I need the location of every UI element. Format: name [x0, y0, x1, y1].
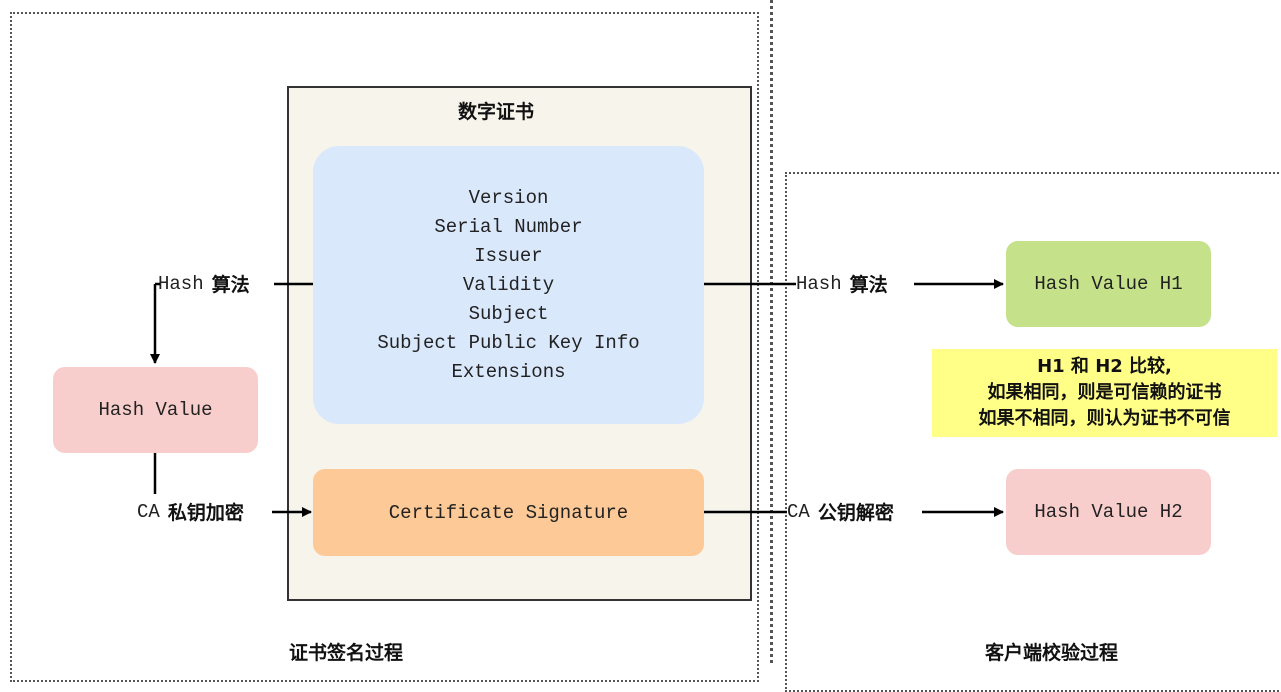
comparison-line-1: H1 和 H2 比较, [1037, 356, 1172, 377]
field-subject: Subject [468, 302, 549, 325]
field-version: Version [468, 186, 549, 209]
field-serial-number: Serial Number [434, 215, 583, 238]
right-hash-cn: 算法 [849, 274, 888, 296]
signing-process-title: 证书签名过程 [289, 642, 404, 664]
left-ca-cn: 私钥加密 [167, 502, 244, 524]
left-hash-cn: 算法 [211, 274, 250, 296]
right-hash-algorithm-label: Hash 算法 [796, 270, 888, 297]
left-ca-private-key-label: CA 私钥加密 [137, 498, 244, 525]
right-ca-cn: 公钥解密 [817, 502, 894, 524]
section-divider [770, 0, 773, 663]
right-ca-prefix: CA [787, 500, 810, 523]
verification-process-title: 客户端校验过程 [985, 642, 1119, 664]
left-ca-prefix: CA [137, 500, 160, 523]
certificate-fields-box: Version Serial Number Issuer Validity Su… [313, 146, 704, 424]
field-issuer: Issuer [474, 244, 543, 267]
field-extensions: Extensions [451, 360, 566, 383]
left-hash-prefix: Hash [158, 272, 204, 295]
comparison-line-2: 如果相同，则是可信赖的证书 [987, 382, 1222, 403]
right-ca-public-key-label: CA 公钥解密 [787, 498, 894, 525]
hash-value-h2-box: Hash Value H2 [1006, 469, 1211, 555]
comparison-line-3: 如果不相同，则认为证书不可信 [978, 408, 1231, 429]
field-validity: Validity [462, 273, 555, 296]
comparison-note: H1 和 H2 比较, 如果相同，则是可信赖的证书 如果不相同，则认为证书不可信 [932, 349, 1277, 437]
hash-value-box: Hash Value [53, 367, 258, 453]
right-hash-prefix: Hash [796, 272, 842, 295]
field-subject-public-key-info: Subject Public Key Info [377, 331, 640, 354]
certificate-signature-box: Certificate Signature [313, 469, 704, 556]
left-hash-algorithm-label: Hash 算法 [158, 270, 250, 297]
hash-value-h1-box: Hash Value H1 [1006, 241, 1211, 327]
certificate-title: 数字证书 [458, 101, 535, 123]
